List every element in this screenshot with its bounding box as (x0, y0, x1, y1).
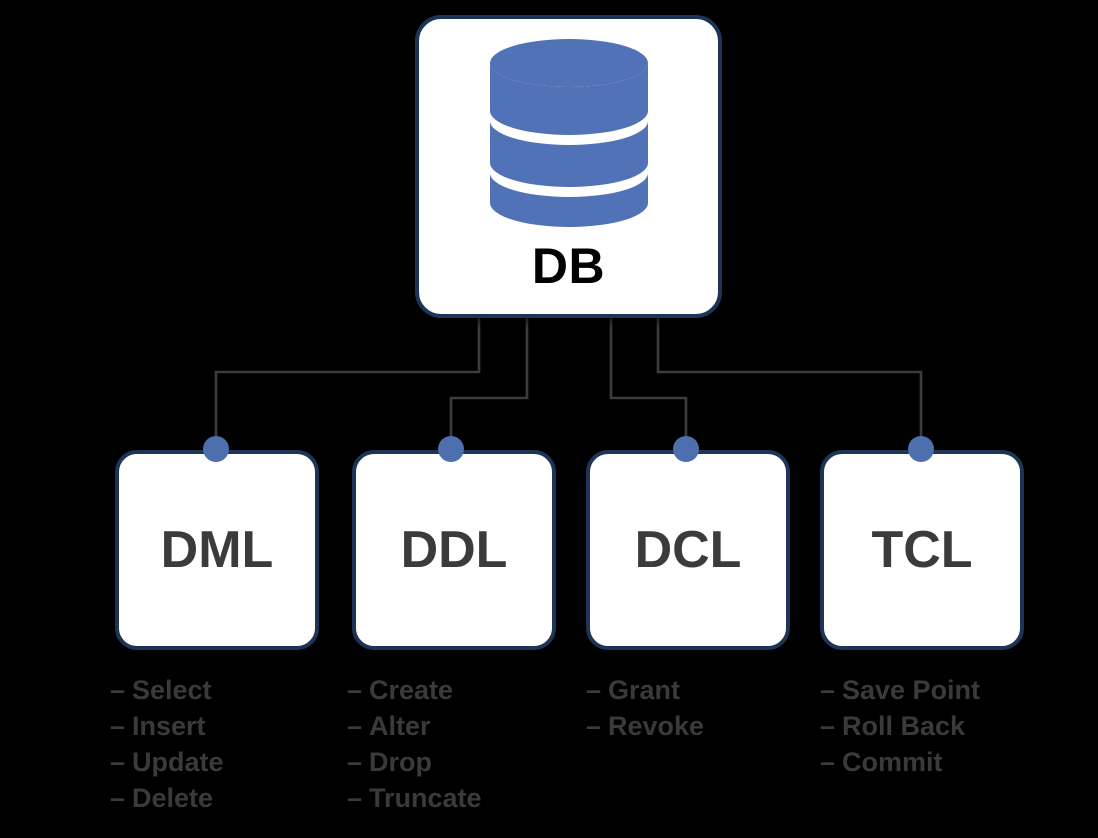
list-item-label: Revoke (608, 711, 705, 741)
bullet-dash-icon: – (586, 675, 602, 705)
db-node-label: DB (531, 238, 606, 294)
list-item-label: Delete (132, 783, 214, 813)
list-item-label: Select (132, 675, 212, 705)
command-list-ddl: –Create –Alter –Drop –Truncate (347, 672, 482, 816)
bullet-dash-icon: – (820, 711, 836, 741)
node-label-dcl: DCL (634, 521, 742, 579)
list-item: –Select (110, 672, 224, 708)
bullet-dash-icon: – (820, 747, 836, 777)
bullet-dash-icon: – (347, 783, 363, 813)
command-list-tcl: –Save Point –Roll Back –Commit (820, 672, 980, 780)
list-item-label: Save Point (842, 675, 981, 705)
connector-db-to-dcl (609, 318, 688, 447)
list-item: –Insert (110, 708, 224, 744)
node-card-dml[interactable]: DML (115, 450, 319, 650)
bullet-dash-icon: – (110, 711, 126, 741)
list-item: –Drop (347, 744, 482, 780)
connector-db-to-tcl (656, 318, 923, 447)
bullet-dash-icon: – (110, 747, 126, 777)
list-item: –Create (347, 672, 482, 708)
list-item: –Delete (110, 780, 224, 816)
list-item: –Commit (820, 744, 980, 780)
list-item-label: Drop (369, 747, 432, 777)
command-list-dcl: –Grant –Revoke (586, 672, 704, 744)
node-card-ddl[interactable]: DDL (352, 450, 556, 650)
list-item-label: Create (369, 675, 454, 705)
junction-dot-dml (203, 436, 229, 462)
bullet-dash-icon: – (586, 711, 602, 741)
connector-db-to-ddl (449, 318, 529, 447)
bullet-dash-icon: – (110, 783, 126, 813)
junction-dot-tcl (908, 436, 934, 462)
command-list-dml: –Select –Insert –Update –Delete (110, 672, 224, 816)
db-node-card[interactable]: DB (415, 15, 722, 318)
bullet-dash-icon: – (347, 675, 363, 705)
list-item: –Grant (586, 672, 704, 708)
list-item-label: Alter (369, 711, 431, 741)
list-item-label: Truncate (369, 783, 482, 813)
database-cylinder-icon (489, 39, 648, 227)
node-label-ddl: DDL (400, 521, 508, 579)
node-card-tcl[interactable]: TCL (820, 450, 1024, 650)
list-item: –Truncate (347, 780, 482, 816)
list-item: –Alter (347, 708, 482, 744)
list-item-label: Update (132, 747, 224, 777)
list-item: –Revoke (586, 708, 704, 744)
list-item-label: Commit (842, 747, 943, 777)
node-label-tcl: TCL (871, 521, 973, 579)
junction-dot-dcl (673, 436, 699, 462)
bullet-dash-icon: – (110, 675, 126, 705)
node-card-dcl[interactable]: DCL (586, 450, 790, 650)
list-item-label: Roll Back (842, 711, 966, 741)
list-item-label: Insert (132, 711, 206, 741)
bullet-dash-icon: – (347, 711, 363, 741)
connector-db-to-dml (214, 318, 481, 447)
list-item: –Update (110, 744, 224, 780)
list-item-label: Grant (608, 675, 681, 705)
node-label-dml: DML (160, 521, 274, 579)
list-item: –Roll Back (820, 708, 980, 744)
bullet-dash-icon: – (347, 747, 363, 777)
list-item: –Save Point (820, 672, 980, 708)
junction-dot-ddl (438, 436, 464, 462)
bullet-dash-icon: – (820, 675, 836, 705)
